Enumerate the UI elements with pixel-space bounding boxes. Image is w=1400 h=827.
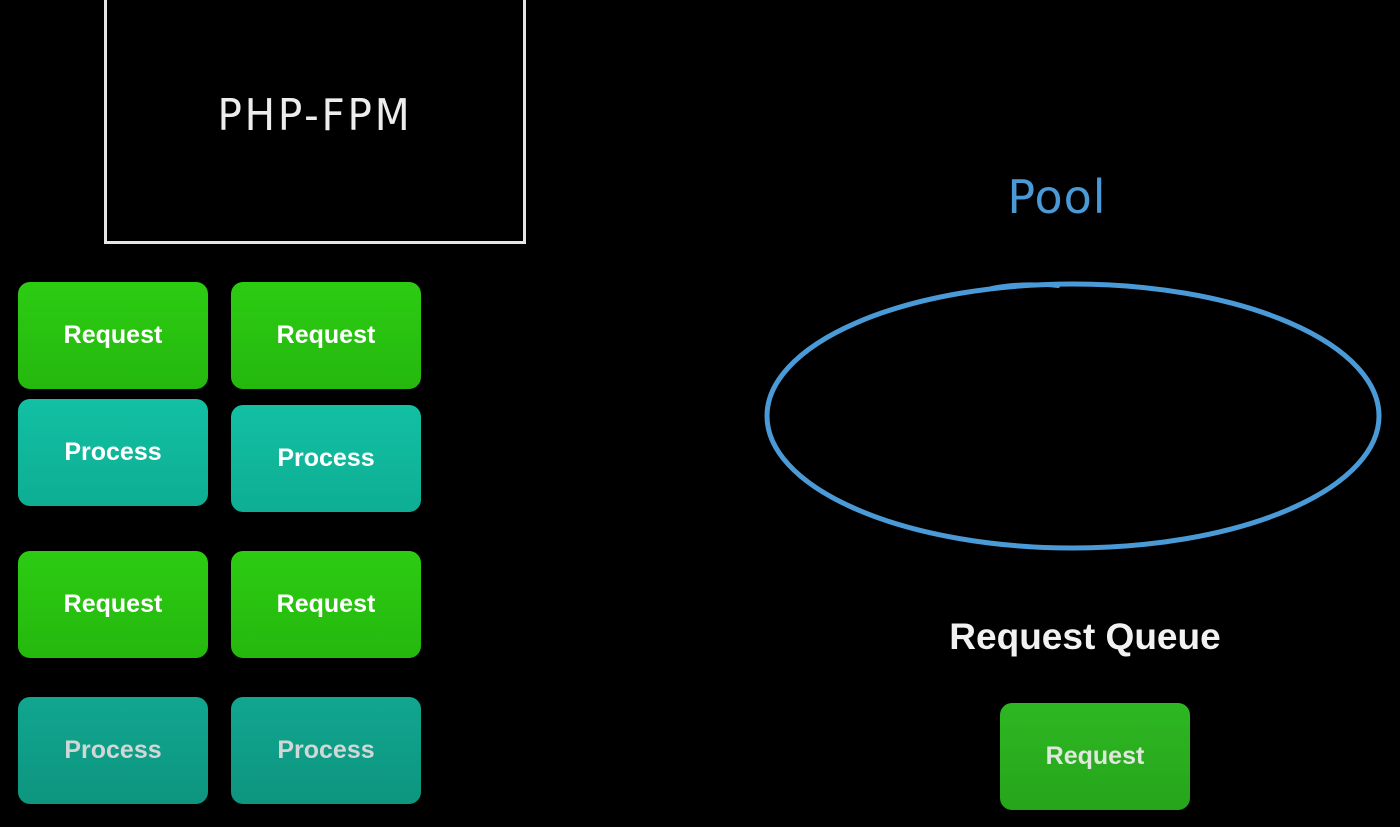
request-queue-title: Request Queue <box>949 616 1221 657</box>
request-card-right-2: Request <box>231 551 421 658</box>
queued-request-card: Request <box>1000 703 1190 810</box>
request-card-right-1: Request <box>231 282 421 389</box>
pool-label: Pool <box>1007 170 1107 224</box>
php-fpm-box: PHP-FPM <box>104 0 526 244</box>
request-card-left-1: Request <box>18 282 208 389</box>
php-fpm-label: PHP-FPM <box>217 89 413 141</box>
process-card-right-1: Process <box>231 405 421 512</box>
process-card-left-2: Process <box>18 697 208 804</box>
request-card-left-2: Request <box>18 551 208 658</box>
process-card-right-2: Process <box>231 697 421 804</box>
process-card-left-1: Process <box>18 399 208 506</box>
pool-ellipse <box>764 281 1382 551</box>
